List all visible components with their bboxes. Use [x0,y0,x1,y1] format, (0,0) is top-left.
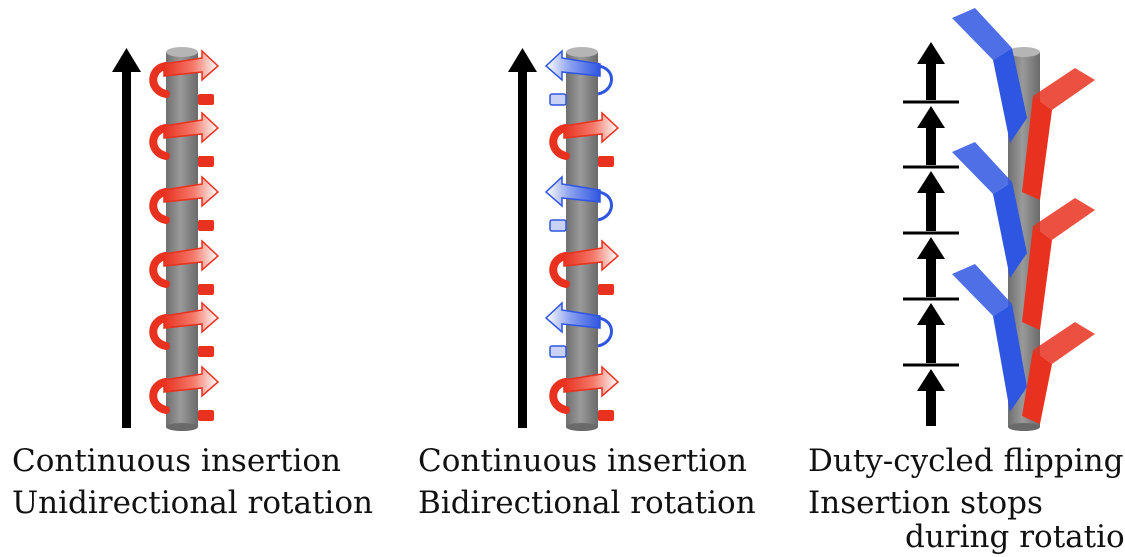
rotation-arrow-cw-icon [149,365,220,421]
rotation-arrow-cw-icon [549,239,620,295]
caption-panel-1-line-1: Continuous insertion [12,443,341,479]
caption-panel-3-line-2: Insertion stops [808,485,1043,521]
step-separator [903,297,959,301]
rotation-arrow-cw-icon [149,239,220,295]
rotation-arrow-cw-icon [149,175,220,231]
rotation-arrow-ccw-icon [544,175,613,232]
blue-blade [952,142,1027,278]
caption-panel-1-line-2: Unidirectional rotation [12,485,373,521]
rod [166,47,198,431]
flipping-blades [952,8,1095,424]
helix-rotation-arrows [149,49,220,421]
up-arrow-icon [917,42,945,100]
up-arrow-icon [917,106,945,165]
rotation-arrow-cw-icon [149,301,220,357]
red-blade [1022,68,1095,200]
rotation-arrow-ccw-icon [544,301,613,358]
blue-blade [952,264,1027,412]
insertion-arrow-icon [508,48,537,428]
step-separator [903,231,959,235]
step-separator [903,363,959,367]
rod [566,47,598,431]
stepped-insertion-arrows [903,42,959,426]
rotation-arrow-cw-icon [149,111,220,167]
caption-panel-2-line-1: Continuous insertion [418,443,747,479]
caption-panel-3-line-3: during rotation [905,519,1125,555]
insertion-arrow-icon [112,48,141,428]
step-separator [903,100,959,104]
panel-duty-cycled [903,8,1095,431]
caption-panel-3-line-1: Duty-cycled flipping [808,443,1124,479]
caption-panel-2-line-2: Bidirectional rotation [418,485,756,521]
red-blade [1022,198,1095,330]
rotation-arrow-cw-icon [149,49,220,105]
rotation-arrow-cw-icon [549,111,620,167]
red-blade [1022,322,1095,424]
up-arrow-icon [917,237,945,297]
step-separator [903,165,959,169]
panel-bidirectional [508,47,620,431]
rotation-arrow-cw-icon [549,365,620,421]
panel-unidirectional [112,47,220,431]
up-arrow-icon [917,303,945,363]
up-arrow-icon [917,369,945,426]
helix-rotation-arrows [544,49,620,421]
blue-blade [952,8,1027,143]
up-arrow-icon [917,171,945,231]
rotation-arrow-ccw-icon [544,49,613,106]
